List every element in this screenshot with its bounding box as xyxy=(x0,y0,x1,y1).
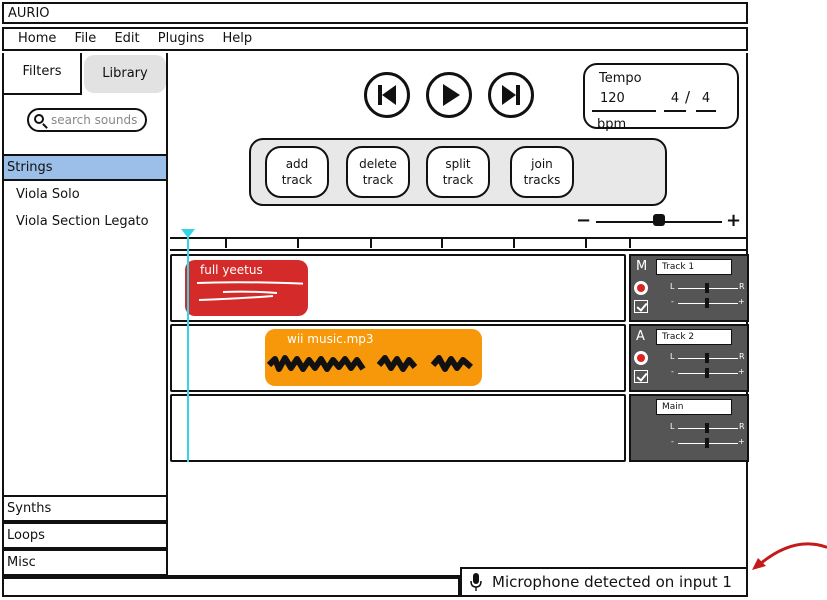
timeline-ruler[interactable] xyxy=(170,237,748,251)
menu-plugins[interactable]: Plugins xyxy=(157,31,205,46)
track-lane-2[interactable] xyxy=(170,324,626,392)
delete-track-button[interactable]: delete track xyxy=(346,146,410,198)
split-track-label-2: track xyxy=(442,173,474,187)
pan-left-label: L xyxy=(670,352,675,361)
pan-slider-handle[interactable] xyxy=(705,423,709,433)
track-arm-label[interactable]: A xyxy=(636,329,645,344)
tab-filters[interactable]: Filters xyxy=(2,53,82,95)
playhead-handle[interactable] xyxy=(181,229,195,238)
join-tracks-label-1: join xyxy=(531,157,553,171)
ruler-tick xyxy=(297,238,299,248)
volume-plus-label: + xyxy=(738,437,745,446)
volume-plus-label: + xyxy=(738,297,745,306)
volume-minus-label: - xyxy=(671,437,674,446)
add-track-button[interactable]: add track xyxy=(265,146,329,198)
volume-minus-label: - xyxy=(671,297,674,306)
play-button[interactable] xyxy=(426,72,472,118)
time-sig-top[interactable]: 4 xyxy=(664,86,686,112)
join-tracks-button[interactable]: join tracks xyxy=(510,146,574,198)
playhead[interactable] xyxy=(187,234,189,462)
pan-slider-handle[interactable] xyxy=(705,283,709,293)
menu-file[interactable]: File xyxy=(74,31,97,46)
pan-left-label: L xyxy=(670,282,675,291)
sidebar xyxy=(2,53,168,577)
track-name-field-2[interactable]: Track 2 xyxy=(656,329,732,345)
zoom-out-button[interactable]: − xyxy=(576,210,592,231)
bpm-field[interactable]: 120 bpm xyxy=(592,86,656,132)
waveform-icon xyxy=(267,355,473,372)
ruler-tick xyxy=(513,238,515,248)
zoom-slider-handle[interactable] xyxy=(653,214,665,226)
category-loops[interactable]: Loops xyxy=(2,522,168,549)
app-title-bar: AURIO xyxy=(2,2,748,24)
time-sig-bottom[interactable]: 4 xyxy=(696,86,716,112)
search-input[interactable]: search sounds xyxy=(27,108,147,132)
delete-track-label-1: delete xyxy=(359,157,397,171)
pan-slider-handle[interactable] xyxy=(705,353,709,363)
waveform-icon xyxy=(196,281,303,301)
checkbox-icon[interactable] xyxy=(634,300,648,313)
sound-viola-solo[interactable]: Viola Solo xyxy=(16,187,80,202)
volume-plus-label: + xyxy=(738,367,745,376)
ruler-tick xyxy=(225,238,227,248)
microphone-icon xyxy=(470,573,482,591)
pan-left-label: L xyxy=(670,422,675,431)
ruler-tick xyxy=(441,238,443,248)
add-track-label-2: track xyxy=(281,173,313,187)
clip-label: full yeetus xyxy=(200,263,263,277)
record-icon[interactable] xyxy=(634,351,648,365)
skip-back-icon xyxy=(378,85,396,105)
add-track-label-1: add xyxy=(285,157,309,171)
clip-label: wii music.mp3 xyxy=(287,332,374,346)
tempo-label: Tempo xyxy=(599,71,642,86)
checkbox-icon[interactable] xyxy=(634,370,648,383)
audio-clip-full-yeetus[interactable]: full yeetus xyxy=(185,260,308,316)
delete-track-label-2: track xyxy=(362,173,394,187)
bpm-unit: bpm xyxy=(597,117,627,132)
search-icon xyxy=(34,114,44,124)
audio-clip-wii-music[interactable]: wii music.mp3 xyxy=(265,329,482,386)
menu-home[interactable]: Home xyxy=(18,31,57,46)
pan-right-label: R xyxy=(739,352,745,361)
sound-viola-section-legato[interactable]: Viola Section Legato xyxy=(16,214,149,229)
split-track-button[interactable]: split track xyxy=(426,146,490,198)
pan-right-label: R xyxy=(739,282,745,291)
track-name-field-main[interactable]: Main xyxy=(656,399,732,415)
category-misc[interactable]: Misc xyxy=(2,549,168,576)
track-lane-1[interactable] xyxy=(170,254,626,322)
time-sig-separator: / xyxy=(685,88,691,106)
play-icon xyxy=(443,84,460,106)
volume-slider-handle[interactable] xyxy=(705,298,709,308)
tab-library[interactable]: Library xyxy=(84,55,166,93)
join-tracks-label-2: tracks xyxy=(523,173,561,187)
ruler-tick xyxy=(585,238,587,248)
category-strings[interactable]: Strings xyxy=(2,154,168,181)
notification-toast[interactable]: Microphone detected on input 1 xyxy=(460,567,748,597)
volume-slider-handle[interactable] xyxy=(705,438,709,448)
volume-slider-handle[interactable] xyxy=(705,368,709,378)
menu-bar: Home File Edit Plugins Help xyxy=(2,27,748,51)
category-synths[interactable]: Synths xyxy=(2,495,168,522)
split-track-label-1: split xyxy=(445,157,471,171)
volume-minus-label: - xyxy=(671,367,674,376)
ruler-tick xyxy=(629,238,631,248)
skip-back-button[interactable] xyxy=(364,72,410,118)
track-lane-main[interactable] xyxy=(170,394,626,462)
ruler-tick xyxy=(370,238,372,248)
menu-help[interactable]: Help xyxy=(222,31,253,46)
bpm-value: 120 xyxy=(600,91,625,106)
app-title: AURIO xyxy=(8,6,50,21)
skip-forward-button[interactable] xyxy=(488,72,534,118)
status-strip xyxy=(2,577,460,597)
skip-forward-icon xyxy=(502,85,520,105)
notification-text: Microphone detected on input 1 xyxy=(492,573,732,591)
menu-edit[interactable]: Edit xyxy=(114,31,140,46)
record-icon[interactable] xyxy=(634,281,648,295)
zoom-in-button[interactable]: + xyxy=(726,210,742,231)
annotation-arrow-icon xyxy=(752,542,827,570)
pan-right-label: R xyxy=(739,422,745,431)
track-mute-label[interactable]: M xyxy=(636,259,648,274)
track-name-field-1[interactable]: Track 1 xyxy=(656,259,732,275)
